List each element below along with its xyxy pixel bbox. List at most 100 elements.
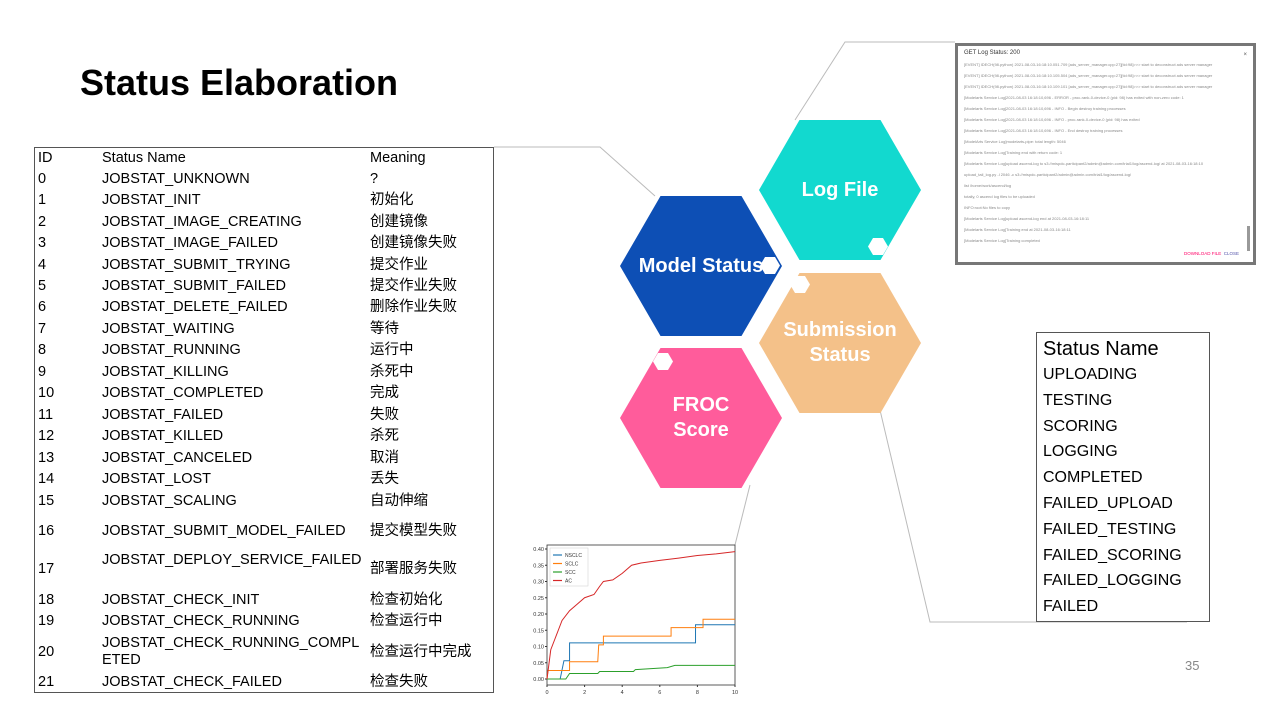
hexagon-decoration-icon — [868, 238, 888, 255]
y-tick-label: 0.35 — [533, 563, 544, 569]
id-cell: 12 — [38, 428, 55, 444]
froc-score-hexagon[interactable]: FROC Score — [620, 348, 782, 488]
legend-label: SCLC — [565, 562, 579, 568]
y-tick-label: 0.20 — [533, 612, 544, 618]
submission-status-label: Submission Status — [783, 319, 897, 366]
id-cell: 8 — [38, 342, 47, 358]
status-name-cell: JOBSTAT_DELETE_FAILED — [102, 299, 288, 315]
submission-status-hexagon[interactable]: Submission Status — [759, 273, 921, 413]
meaning-cell: 等待 — [370, 321, 399, 337]
status-name-cell: JOBSTAT_SUBMIT_FAILED — [102, 278, 286, 294]
page-title: Status Elaboration — [80, 62, 399, 103]
status-name-cell: JOBSTAT_IMAGE_CREATING — [102, 214, 302, 230]
log-line: [Modelarts Service Log]Training end at 2… — [964, 227, 1071, 232]
meaning-cell: 检查运行中完成 — [370, 644, 472, 660]
status-name-cell: JOBSTAT_SUBMIT_MODEL_FAILED — [102, 523, 346, 539]
log-line: [Modelarts Service Log]upload ascend-log… — [964, 161, 1204, 166]
close-button[interactable]: CLOSE — [1223, 251, 1239, 256]
id-cell: 7 — [38, 321, 47, 337]
id-cell: 4 — [38, 257, 47, 273]
status-name-cell: JOBSTAT_DEPLOY_SERVICE_FAILED — [102, 552, 362, 568]
submission-status-item: LOGGING — [1043, 443, 1118, 461]
status-name-cell: JOBSTAT_FAILED — [102, 407, 224, 423]
id-cell: 15 — [38, 493, 55, 509]
log-line: [EVENT] IDECH(98.python) 2021-08-03-16:1… — [964, 84, 1213, 89]
meaning-cell: 检查初始化 — [370, 592, 443, 608]
meaning-cell: Meaning — [370, 150, 426, 166]
id-cell: 10 — [38, 385, 55, 401]
meaning-cell: 创建镜像 — [370, 214, 428, 230]
status-name-cell: JOBSTAT_CHECK_INIT — [102, 592, 260, 608]
log-line: [Modelarts Service Log]2021-08-03 16:18:… — [964, 128, 1123, 133]
log-line: INFO:root:No files to copy — [964, 205, 1011, 210]
meaning-cell: 初始化 — [370, 192, 414, 208]
download-file-button[interactable]: DOWNLOAD FILE — [1183, 251, 1222, 256]
meaning-cell: 创建镜像失败 — [370, 235, 457, 251]
id-cell: 3 — [38, 235, 47, 251]
id-cell: 19 — [38, 613, 55, 629]
log-line: [Modelarts Service Log]2021-08-03 16:18:… — [964, 106, 1126, 111]
status-name-cell: JOBSTAT_IMAGE_FAILED — [102, 235, 278, 251]
y-tick-label: 0.00 — [533, 677, 544, 683]
meaning-cell: 丢失 — [370, 471, 399, 487]
log-line: [Modelarts Service Log]2021-08-03 16:18:… — [964, 117, 1140, 122]
meaning-cell: 自动伸缩 — [370, 493, 428, 509]
id-cell: 16 — [38, 523, 55, 539]
meaning-cell: 删除作业失败 — [370, 299, 457, 315]
status-name-cell: JOBSTAT_CHECK_FAILED — [102, 674, 282, 690]
meaning-cell: 完成 — [370, 385, 399, 401]
meaning-cell: 取消 — [370, 450, 399, 466]
submission-status-item: COMPLETED — [1043, 469, 1143, 487]
meaning-cell: 提交作业失败 — [370, 278, 457, 294]
id-cell: 9 — [38, 364, 47, 380]
submission-status-item: FAILED_TESTING — [1043, 520, 1177, 538]
log-line: [ModelArts Service Log]modelarts-pipe: t… — [964, 139, 1066, 144]
hexagon-decoration-icon — [653, 353, 673, 370]
series-line-scc — [547, 664, 735, 680]
x-tick-label: 0 — [545, 690, 548, 696]
model-status-label: Model Status — [638, 254, 764, 277]
log-line: [Modelarts Service Log]upload ascend-log… — [964, 216, 1090, 221]
x-tick-label: 8 — [696, 690, 699, 696]
submission-status-item: FAILED_UPLOAD — [1043, 494, 1173, 512]
id-cell: 17 — [38, 561, 55, 577]
id-cell: 1 — [38, 192, 47, 208]
page-number: 35 — [1185, 658, 1200, 673]
legend-label: AC — [565, 579, 572, 585]
x-tick-label: 6 — [658, 690, 661, 696]
x-tick-label: 2 — [583, 690, 586, 696]
legend-label: SCC — [565, 570, 576, 576]
status-name-cell: JOBSTAT_LOST — [102, 471, 212, 487]
log-line: [EVENT] IDECH(98.python) 2021-08-03-16:1… — [964, 62, 1213, 67]
meaning-cell: 运行中 — [370, 342, 414, 358]
id-cell: 13 — [38, 450, 55, 466]
legend-label: NSCLC — [565, 553, 582, 559]
submission-status-item: SCORING — [1043, 417, 1118, 435]
meaning-cell: 杀死中 — [370, 364, 414, 380]
log-line: totally, 0 ascend log files to be upload… — [964, 194, 1035, 199]
series-line-sclc — [546, 618, 735, 680]
id-cell: 5 — [38, 278, 47, 294]
status-name-cell: JOBSTAT_SCALING — [102, 493, 237, 509]
status-name-cell: JOBSTAT_CHECK_RUNNING — [102, 613, 300, 629]
plot-frame — [546, 544, 736, 686]
y-tick-label: 0.10 — [533, 645, 544, 651]
id-cell: 21 — [38, 674, 55, 690]
status-name-cell: Status Name — [102, 150, 186, 166]
status-name-cell: JOBSTAT_WAITING — [102, 321, 235, 337]
status-name-cell: JOBSTAT_INIT — [102, 192, 201, 208]
submission-status-item: UPLOADING — [1043, 366, 1138, 383]
log-line: [Modelarts Service Log]2021-08-03 16:18:… — [964, 95, 1184, 100]
meaning-cell: 部署服务失败 — [370, 561, 457, 577]
y-tick-label: 0.30 — [533, 580, 544, 586]
scrollbar[interactable] — [1247, 226, 1250, 251]
status-name-cell: JOBSTAT_SUBMIT_TRYING — [102, 257, 291, 273]
submission-status-item: FAILED_SCORING — [1043, 546, 1182, 564]
meaning-cell: 杀死 — [370, 428, 399, 444]
status-name-cell: JOBSTAT_CANCELED — [102, 450, 253, 466]
meaning-cell: ? — [370, 171, 379, 187]
x-tick-label: 10 — [732, 690, 738, 696]
log-header: GET Log Status: 200 — [964, 50, 1020, 56]
close-icon[interactable]: × — [1243, 52, 1247, 58]
